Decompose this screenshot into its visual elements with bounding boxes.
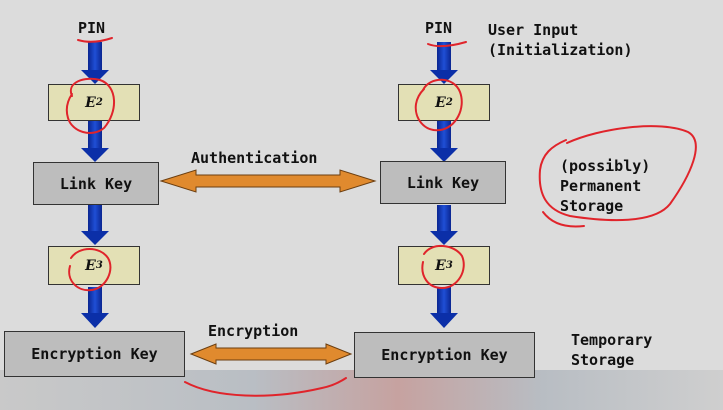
right-linkkey-to-e3-arrow xyxy=(430,205,458,245)
right-pin-underline xyxy=(427,41,467,48)
left-e2-subscript: 2 xyxy=(95,97,103,108)
right-e2-to-linkkey-arrow xyxy=(430,121,458,162)
right-e3-to-enckey-arrow xyxy=(430,287,458,328)
user-input-label: User Input (Initialization) xyxy=(488,21,633,59)
left-link-key-label: Link Key xyxy=(59,174,133,193)
left-link-key-box: Link Key xyxy=(33,162,159,205)
right-pin-to-e2-arrow xyxy=(430,42,458,84)
right-e3-subscript: 3 xyxy=(445,260,453,271)
left-pin-to-e2-arrow xyxy=(81,42,109,84)
left-e3-to-enckey-arrow xyxy=(81,287,109,328)
left-e2-to-linkkey-arrow xyxy=(81,121,109,162)
left-e2-label: E xyxy=(85,94,96,111)
left-e3-label: E xyxy=(85,257,96,274)
left-e3-subscript: 3 xyxy=(95,260,103,271)
left-pin-label: PIN xyxy=(78,19,106,37)
encryption-label: Encryption xyxy=(208,322,299,340)
authentication-label: Authentication xyxy=(191,149,318,167)
right-e2-subscript: 2 xyxy=(445,97,453,108)
permanent-storage-label: (possibly) Permanent Storage xyxy=(560,157,651,215)
right-e3-label: E xyxy=(435,257,446,274)
right-pin-label: PIN xyxy=(425,19,453,37)
authentication-arrow xyxy=(159,169,377,193)
right-encryption-key-label: Encryption Key xyxy=(381,346,508,364)
right-link-key-box: Link Key xyxy=(380,161,506,204)
left-encryption-key-label: Encryption Key xyxy=(31,345,158,363)
left-linkkey-to-e3-arrow xyxy=(81,205,109,245)
right-encryption-key-box: Encryption Key xyxy=(354,332,535,378)
right-link-key-label: Link Key xyxy=(406,173,480,192)
left-pin-underline xyxy=(77,37,113,43)
temporary-storage-label: Temporary Storage xyxy=(571,331,653,369)
encryption-arrow xyxy=(189,343,353,365)
right-e2-label: E xyxy=(435,94,446,111)
left-encryption-key-box: Encryption Key xyxy=(4,331,185,377)
